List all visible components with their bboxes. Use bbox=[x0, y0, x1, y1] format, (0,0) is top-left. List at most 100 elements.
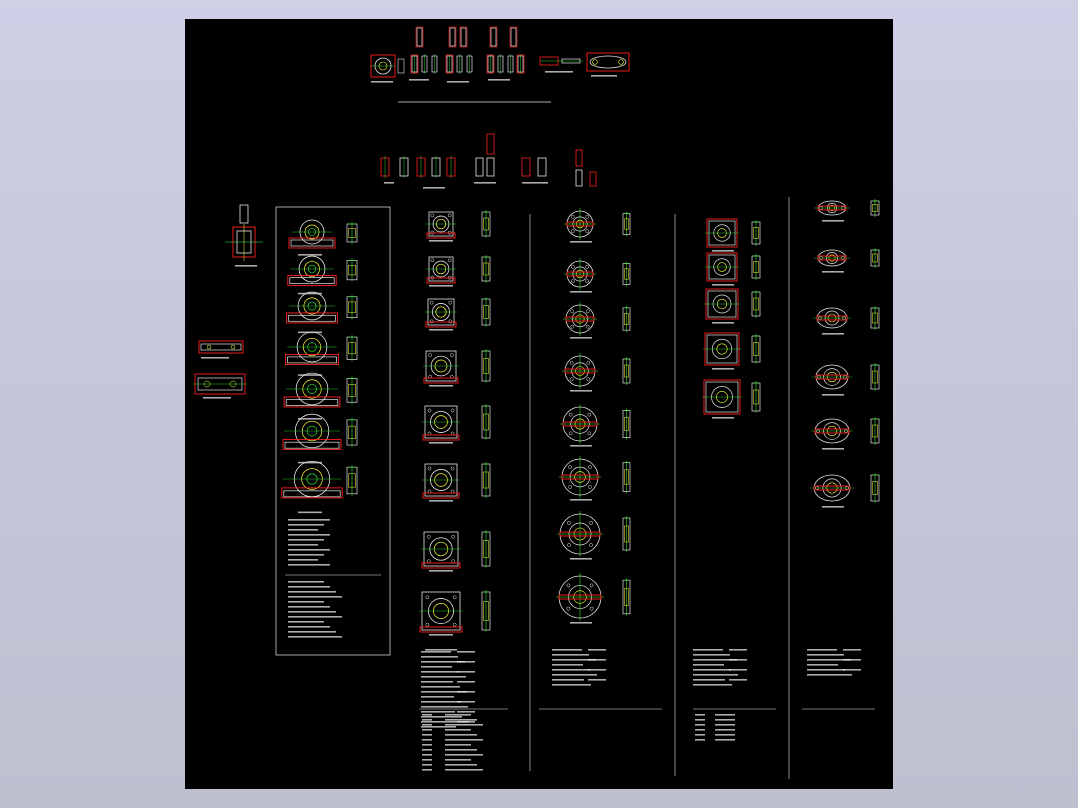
drawing-annotation bbox=[288, 564, 330, 566]
drawing-annotation bbox=[522, 182, 548, 184]
bearing-insert bbox=[624, 588, 629, 606]
drawing-annotation bbox=[421, 666, 452, 668]
tall-pin bbox=[575, 169, 583, 187]
oval-plate bbox=[589, 55, 627, 69]
mounting-hole bbox=[430, 258, 435, 263]
bearing-insert bbox=[624, 268, 629, 280]
drawing-annotation bbox=[201, 357, 229, 359]
mounting-hole bbox=[430, 213, 435, 218]
drawing-annotation bbox=[445, 719, 477, 721]
upper-pin-dim bbox=[459, 26, 468, 48]
drawing-annotation bbox=[288, 559, 318, 561]
drawing-annotation bbox=[371, 81, 393, 83]
oval-plate-dim bbox=[586, 52, 630, 72]
drawing-annotation bbox=[445, 759, 471, 761]
cad-drawing-canvas[interactable] bbox=[185, 19, 893, 789]
drawing-annotation bbox=[843, 659, 861, 661]
drawing-annotation bbox=[422, 769, 432, 771]
drawing-annotation bbox=[693, 679, 725, 681]
left-side-parts bbox=[193, 204, 263, 399]
bolt-hole bbox=[570, 214, 575, 219]
drawing-annotation bbox=[729, 679, 747, 681]
drawing-annotation bbox=[288, 616, 342, 618]
dimension-box bbox=[565, 316, 595, 322]
drawing-annotation bbox=[570, 390, 592, 392]
mounting-hole bbox=[450, 466, 455, 471]
drawing-annotation bbox=[457, 711, 475, 713]
drawing-annotation bbox=[474, 182, 496, 184]
bearing-insert bbox=[753, 297, 759, 311]
drawing-annotation bbox=[488, 79, 510, 81]
drawing-annotation bbox=[693, 684, 732, 686]
dimension-box bbox=[288, 237, 336, 249]
bearing-insert bbox=[348, 384, 356, 397]
sleeve-dim bbox=[521, 157, 531, 177]
drawing-annotation bbox=[822, 271, 844, 273]
bearing-insert bbox=[624, 469, 629, 485]
raised-pin bbox=[486, 157, 495, 177]
bolt-hole bbox=[589, 521, 593, 525]
plate-side bbox=[397, 58, 405, 74]
drawing-annotation bbox=[552, 669, 590, 671]
drawing-annotation bbox=[457, 651, 475, 653]
bolt-hole bbox=[570, 264, 575, 269]
dimension-box bbox=[564, 368, 596, 374]
bolt-hole bbox=[567, 543, 571, 547]
mounting-hole bbox=[448, 300, 453, 305]
mounting-hole bbox=[448, 319, 453, 324]
drawing-annotation bbox=[422, 719, 432, 721]
drawing-annotation bbox=[422, 729, 432, 731]
mounting-hole bbox=[427, 408, 432, 413]
pillow-base bbox=[284, 441, 340, 449]
dimension-box bbox=[421, 562, 461, 569]
mounting-hole bbox=[451, 534, 456, 539]
dimension-box bbox=[559, 531, 601, 537]
bolt-hole bbox=[585, 324, 590, 329]
drawing-annotation bbox=[591, 75, 617, 77]
drawing-annotation bbox=[421, 671, 459, 673]
drawing-annotation bbox=[570, 622, 592, 624]
bolt-hole bbox=[585, 214, 590, 219]
drawing-annotation bbox=[421, 686, 460, 688]
bearing-insert bbox=[348, 425, 356, 439]
upper-pin-part bbox=[460, 27, 467, 47]
dimension-box bbox=[283, 396, 341, 408]
drawing-annotation bbox=[298, 511, 322, 514]
cad-model-space[interactable] bbox=[185, 19, 893, 789]
bearing-insert bbox=[872, 204, 878, 212]
drawing-annotation bbox=[822, 394, 844, 396]
pillow-base bbox=[285, 399, 339, 406]
dimension-box bbox=[287, 275, 337, 286]
drawing-annotation bbox=[445, 729, 471, 731]
drawing-annotation bbox=[693, 674, 738, 676]
drawing-annotation bbox=[729, 669, 747, 671]
bearing-insert bbox=[753, 261, 759, 273]
drawing-annotation bbox=[570, 291, 592, 293]
square-flange-column bbox=[419, 210, 531, 771]
pin-dim-box bbox=[445, 54, 454, 74]
drawing-annotation bbox=[822, 506, 844, 508]
bolt-hole bbox=[587, 412, 592, 417]
dimension-box bbox=[814, 428, 850, 434]
dimension-box bbox=[813, 485, 851, 491]
drawing-annotation bbox=[715, 739, 735, 741]
drawing-annotation bbox=[445, 734, 477, 736]
drawing-annotation bbox=[429, 285, 453, 287]
bearing-insert bbox=[348, 473, 356, 488]
drawing-annotation bbox=[423, 187, 445, 189]
bearing-insert bbox=[872, 370, 878, 384]
drawing-annotation bbox=[695, 739, 705, 741]
bearing-insert bbox=[753, 342, 759, 356]
dimension-box bbox=[422, 492, 460, 499]
bearing-insert bbox=[624, 525, 629, 543]
drawing-annotation bbox=[588, 659, 606, 661]
bearing-insert bbox=[483, 413, 489, 431]
pin-dim-box bbox=[410, 54, 419, 74]
mounting-hole bbox=[447, 213, 452, 218]
drawing-annotation bbox=[552, 674, 597, 676]
dimension-box bbox=[282, 438, 342, 450]
bolt-hole bbox=[567, 521, 571, 525]
drawing-annotation bbox=[807, 654, 844, 656]
drawing-annotation bbox=[695, 719, 705, 721]
upper-pin-dim bbox=[509, 26, 518, 48]
